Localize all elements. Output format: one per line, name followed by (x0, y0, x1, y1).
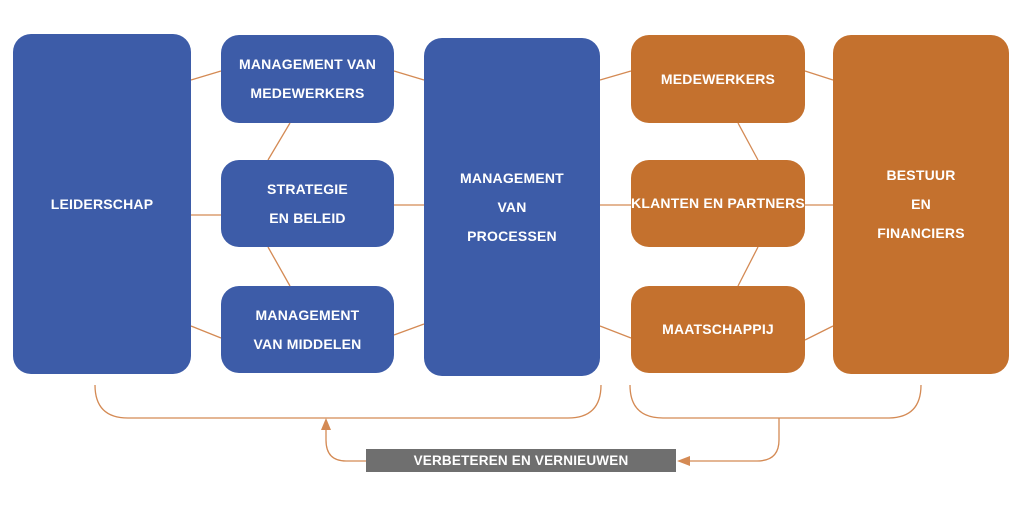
maatschappij-box: MAATSCHAPPIJ (631, 286, 805, 373)
box-label: KLANTEN EN PARTNERS (631, 195, 805, 211)
management-processen-box: MANAGEMENT VAN PROCESSEN (424, 38, 600, 376)
box-label: MANAGEMENT (255, 306, 360, 323)
connector-line (737, 246, 759, 287)
box-label: LEIDERSCHAP (50, 195, 154, 212)
feedback-arrow-left (325, 428, 366, 462)
box-label: STRATEGIE (267, 180, 348, 197)
klanten-partners-box: KLANTEN EN PARTNERS (631, 160, 805, 247)
verbeteren-vernieuwen-bar: VERBETEREN EN VERNIEUWEN (366, 449, 676, 472)
connector-line (737, 122, 759, 161)
box-label: BESTUUR (886, 167, 956, 183)
box-label: MANAGEMENT (460, 169, 564, 186)
box-label: VAN MIDDELEN (253, 335, 362, 352)
box-label: MEDEWERKERS (660, 70, 776, 87)
connector-line (804, 70, 834, 81)
box-label: FINANCIERS (877, 225, 965, 241)
connector-line (190, 70, 222, 81)
enablers-bracket (94, 384, 602, 419)
management-middelen-box: MANAGEMENT VAN MIDDELEN (221, 286, 394, 373)
box-label: PROCESSEN (467, 227, 557, 244)
results-bracket (629, 384, 922, 419)
connector-line (393, 70, 425, 81)
connector-line (393, 323, 425, 336)
connector-line (599, 325, 632, 339)
connector-line (190, 325, 222, 339)
box-label: MANAGEMENT VAN (238, 56, 377, 72)
medewerkers-box: MEDEWERKERS (631, 35, 805, 123)
box-label: VAN (497, 198, 527, 215)
connector-line (599, 70, 632, 81)
box-label: EN BELEID (269, 209, 346, 226)
connector-line (267, 122, 291, 161)
management-medewerkers-box: MANAGEMENT VAN MEDEWERKERS (221, 35, 394, 123)
connector-line (267, 246, 291, 287)
feedback-arrow-right (690, 418, 780, 462)
box-label: MAATSCHAPPIJ (662, 321, 774, 337)
box-label: EN (911, 196, 931, 212)
connector-line (804, 325, 834, 341)
arrowhead-icon (321, 418, 331, 430)
leiderschap-box: LEIDERSCHAP (13, 34, 191, 374)
strategie-beleid-box: STRATEGIE EN BELEID (221, 160, 394, 247)
bestuur-financiers-box: BESTUUR EN FINANCIERS (833, 35, 1009, 374)
box-label: MEDEWERKERS (250, 85, 365, 101)
arrowhead-icon (677, 456, 690, 466)
